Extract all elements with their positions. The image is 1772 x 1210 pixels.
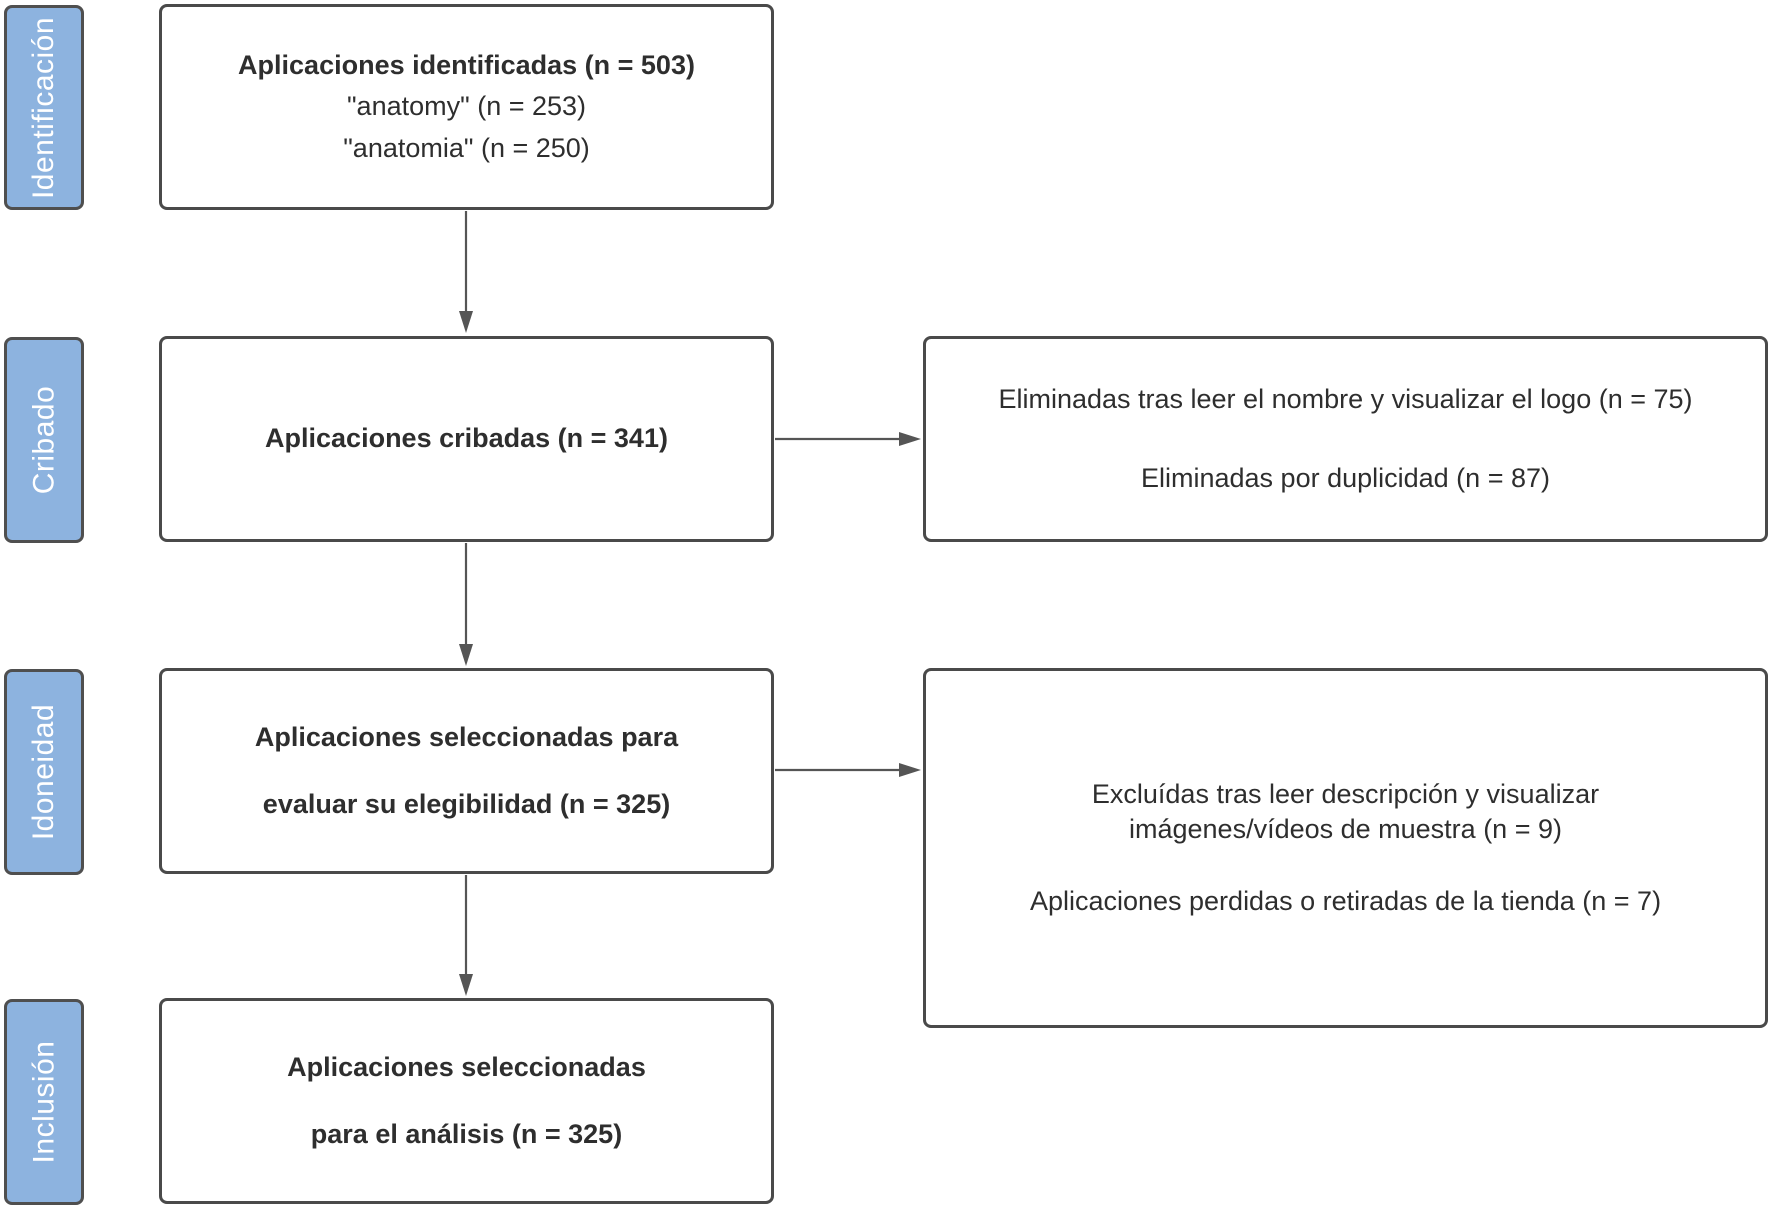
identified-title: Aplicaciones identificadas (n = 503) [238, 50, 695, 81]
removed-duplicates: Eliminadas por duplicidad (n = 87) [1141, 463, 1550, 493]
excluded-line-2: imágenes/vídeos de muestra (n = 9) [1129, 814, 1562, 845]
arrowhead-identified-to-screened [459, 311, 473, 333]
identified-anatomy-count: "anatomy" (n = 253) [346, 91, 587, 122]
arrowhead-eligible-to-excluded [899, 763, 921, 777]
arrowhead-screened-to-eligible [459, 644, 473, 666]
screened-box: Aplicaciones cribadas (n = 341) [159, 336, 774, 542]
screened-title: Aplicaciones cribadas (n = 341) [265, 423, 668, 454]
arrowhead-eligible-to-included [459, 974, 473, 996]
identified-box: Aplicaciones identificadas (n = 503) "an… [159, 4, 774, 210]
stage-tab-identification: Identificación [4, 5, 84, 210]
screened-removed-box: Eliminadas tras leer el nombre y visuali… [923, 336, 1768, 542]
included-line-1: Aplicaciones seleccionadas [287, 1051, 646, 1082]
included-line-2: para el análisis (n = 325) [310, 1119, 623, 1149]
arrowhead-screened-to-removed [899, 432, 921, 446]
identified-anatomia-count: "anatomia" (n = 250) [343, 132, 590, 163]
stage-tab-eligibility: Idoneidad [4, 669, 84, 875]
stage-tab-screening: Cribado [4, 337, 84, 543]
included-box: Aplicaciones seleccionadas para el análi… [159, 998, 774, 1204]
removed-by-name-logo: Eliminadas tras leer el nombre y visuali… [998, 383, 1693, 414]
eligible-line-2: evaluar su elegibilidad (n = 325) [262, 789, 671, 819]
stage-tab-inclusion: Inclusión [4, 999, 84, 1205]
excluded-line-3: Aplicaciones perdidas o retiradas de la … [1029, 885, 1662, 916]
eligible-box: Aplicaciones seleccionadas para evaluar … [159, 668, 774, 874]
eligible-line-1: Aplicaciones seleccionadas para [254, 721, 679, 752]
excluded-line-1: Excluídas tras leer descripción y visual… [1091, 779, 1600, 810]
eligible-excluded-box: Excluídas tras leer descripción y visual… [923, 668, 1768, 1028]
